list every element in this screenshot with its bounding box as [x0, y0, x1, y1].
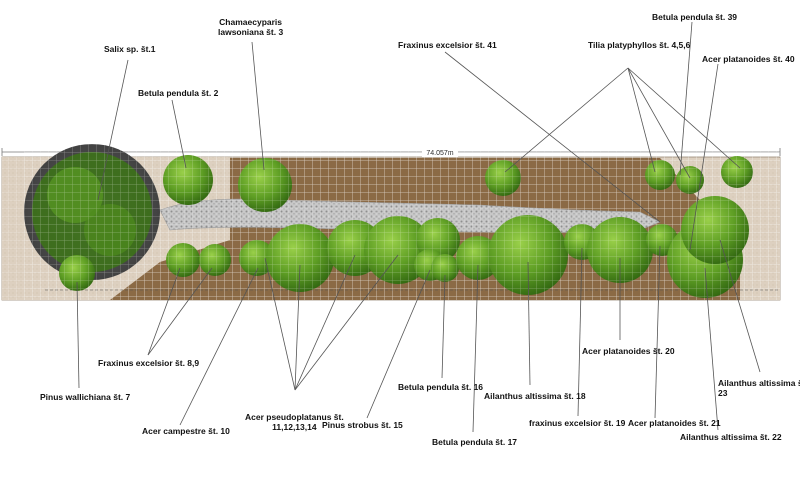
label-chamaecyparis-line2: lawsoniana št. 3 — [218, 27, 284, 37]
label-betula-16: Betula pendula št. 16 — [398, 382, 484, 392]
label-pinus-15: Pinus strobus št. 15 — [322, 420, 403, 430]
grid-overlay — [24, 140, 780, 300]
label-pinus-7: Pinus wallichiana št. 7 — [40, 392, 131, 402]
label-fraxinus-41: Fraxinus excelsior št. 41 — [398, 40, 497, 50]
label-tilia: Tilia platyphyllos št. 4,5,6 — [588, 40, 691, 50]
label-ailanthus-23: Ailanthus altissima št. 23 — [718, 378, 800, 398]
label-salix: Salix sp. št.1 — [104, 44, 156, 54]
label-acer-20: Acer platanoides št. 20 — [582, 346, 675, 356]
label-chamaecyparis-line1: Chamaecyparis — [219, 17, 283, 27]
label-betula-2: Betula pendula št. 2 — [138, 88, 219, 98]
label-acer-pseudoplatanus: Acer pseudoplatanus št. 11,12,13,14 — [245, 412, 344, 432]
label-ailanthus-23-line2: 23 — [718, 388, 728, 398]
label-acer-21: Acer platanoides št. 21 — [628, 418, 721, 428]
label-acer-pseudo-line1: Acer pseudoplatanus št. — [245, 412, 344, 422]
label-acer-pseudo-line2: 11,12,13,14 — [272, 422, 317, 432]
label-betula-17: Betula pendula št. 17 — [432, 437, 518, 447]
label-ailanthus-22: Ailanthus altissima št. 22 — [680, 432, 782, 442]
label-fraxinus-8-9: Fraxinus excelsior št. 8,9 — [98, 358, 200, 368]
label-betula-39: Betula pendula št. 39 — [652, 12, 738, 22]
label-chamaecyparis: Chamaecyparis lawsoniana št. 3 — [218, 17, 283, 37]
label-ailanthus-18: Ailanthus altissima št. 18 — [484, 391, 586, 401]
label-ailanthus-23-line1: Ailanthus altissima št. — [718, 378, 800, 388]
label-fraxinus-19: fraxinus excelsior št. 19 — [529, 418, 626, 428]
label-acer-40: Acer platanoides št. 40 — [702, 54, 795, 64]
leader-lines — [76, 21, 761, 433]
label-acer-campestre: Acer campestre št. 10 — [142, 426, 230, 436]
